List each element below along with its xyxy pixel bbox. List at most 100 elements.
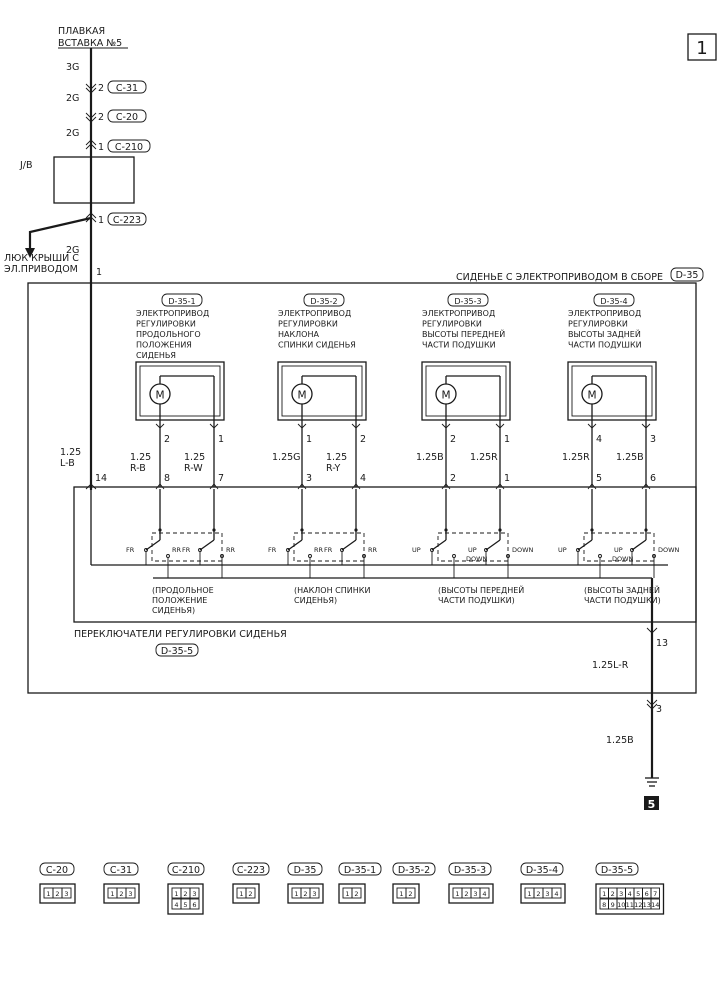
switch-left-label: UP [558,546,567,554]
motor-title-line: ЧАСТИ ПОДУШКИ [422,341,496,350]
legend-name-frame [103,862,139,876]
motor-title-line: РЕГУЛИРОВКИ [568,320,628,329]
wire-a-size: 1.25G [272,452,301,463]
switch-pin-a: 2 [450,473,456,484]
legend-pin: 1 [239,890,243,898]
legend-connector-body [167,883,204,915]
assembly-label: СИДЕНЬЕ С ЭЛЕКТРОПРИВОДОМ В СБОРЕ [456,272,663,283]
legend-pin: 9 [611,901,615,909]
legend-name: D-35-2 [398,865,430,876]
legend-pin: 2 [183,890,187,898]
svg-text:1: 1 [98,215,104,226]
motor-box [567,361,657,421]
wire-size-4: 2G [66,245,79,256]
legend-pin: 4 [628,890,632,898]
motor-title-line: НАКЛОНА [278,330,319,339]
motor-code: D-35-3 [454,297,481,306]
legend-pin: 3 [128,890,132,898]
motor-title-line: РЕГУЛИРОВКИ [278,320,338,329]
legend-name: D-35-1 [344,865,376,876]
legend-pin: 7 [653,890,657,898]
motor-box [421,361,511,421]
switch-caption-line: (ВЫСОТЫ ПЕРЕДНЕЙ [438,584,524,595]
switch-right-label: DOWN [658,546,680,554]
svg-text:2: 2 [98,83,104,94]
legend-name-frame [232,862,270,876]
legend-pin: 6 [645,890,649,898]
wire-b-size: 1.25R [470,452,498,463]
wire-size-3: 2G [66,128,79,139]
legend-pin: 1 [174,890,178,898]
motor-title-line: РЕГУЛИРОВКИ [136,320,196,329]
motor-title-line: СПИНКИ СИДЕНЬЯ [278,341,356,350]
switch-code-frame [155,643,199,657]
motor-symbol: M [587,390,596,402]
legend-pin: 3 [192,890,196,898]
legend-name: D-35-5 [601,865,633,876]
legend-pin: 4 [554,890,558,898]
legend-pin: 2 [536,890,540,898]
connector-c223: 1 C-223 [85,212,147,226]
motor-title-line: ЭЛЕКТРОПРИВОД [136,309,209,318]
ground-connector-chevron [646,699,658,710]
motor-code-frame [447,293,489,307]
legend-pin: 6 [192,901,196,909]
legend-pin: 2 [119,890,123,898]
legend-pin: 2 [55,890,59,898]
motor-title-line: СИДЕНЬЯ [136,351,176,360]
legend-pin: 2 [464,890,468,898]
motor-code: D-35-2 [310,297,337,306]
ground-wire2: 1.25B [606,735,634,746]
svg-text:C-31: C-31 [116,83,138,94]
legend-pin: 1 [110,890,114,898]
motor-title-line: ЭЛЕКТРОПРИВОД [278,309,351,318]
motor-box [277,361,367,421]
ground-wire1: 1.25L-R [592,660,629,671]
svg-text:C-20: C-20 [116,112,138,123]
switch-label: ПЕРЕКЛЮЧАТЕЛИ РЕГУЛИРОВКИ СИДЕНЬЯ [74,629,287,640]
ground-pin13: 13 [656,638,668,649]
legend-name-frame [287,862,323,876]
motor-pin-a: 1 [306,434,312,445]
fuse-label-line1: ПЛАВКАЯ [58,26,105,37]
fuse-label-line2: ВСТАВКА №5 [58,38,122,49]
legend-name-frame [39,862,75,876]
legend-connector-body [232,883,260,904]
motor-code-frame [593,293,635,307]
motor-title-line: ВЫСОТЫ ЗАДНЕЙ [568,328,641,339]
motor-symbol: M [297,390,306,402]
wire-a-size: 1.25B [416,452,444,463]
motor-inner-box [139,365,221,417]
legend-pin: 3 [64,890,68,898]
svg-text:C-223: C-223 [113,215,141,226]
wire-a-size: 1.25 [130,452,151,463]
legend-connector-body [448,883,494,904]
legend-pin: 2 [408,890,412,898]
junction-block: J/B [19,156,135,204]
page-number-box: 1 [687,33,717,61]
legend-pin: 2 [248,890,252,898]
legend-pin: 3 [545,890,549,898]
legend-connector-body [392,883,420,904]
switch-pin-b: 4 [360,473,366,484]
connector-c20: 2 C-20 [85,109,147,123]
legend-name: C-210 [172,865,200,876]
legend-pin: 10 [617,901,625,909]
svg-text:2: 2 [98,112,104,123]
svg-text:C-210: C-210 [115,142,143,153]
legend-pin: 1 [455,890,459,898]
legend-name-frame [448,862,492,876]
legend-connector-body [103,883,140,904]
switch-left-label: FR [268,546,277,554]
wire-b-color: R-Y [326,463,341,474]
legend-pin: 3 [473,890,477,898]
motor-pin-b: 1 [504,434,510,445]
switch-caption-line: ЧАСТИ ПОДУШКИ) [438,596,515,605]
